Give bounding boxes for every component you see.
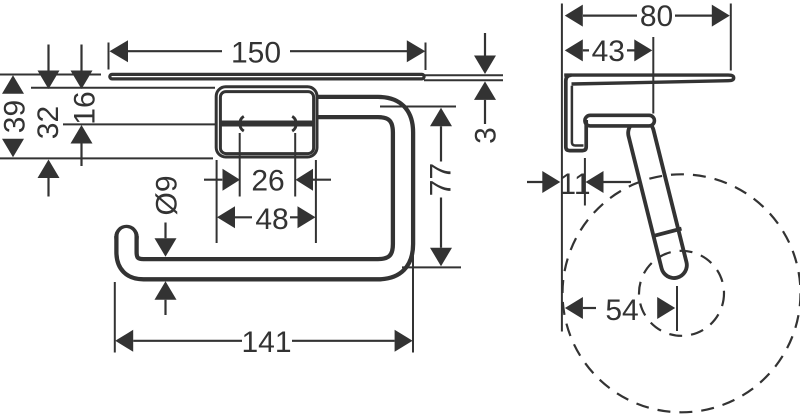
svg-text:48: 48	[255, 203, 288, 236]
svg-text:3: 3	[470, 127, 503, 144]
svg-text:80: 80	[640, 0, 673, 33]
svg-text:Ø9: Ø9	[151, 175, 184, 215]
svg-text:39: 39	[0, 100, 32, 133]
svg-text:43: 43	[592, 35, 625, 68]
svg-text:77: 77	[425, 163, 458, 196]
svg-text:26: 26	[251, 164, 284, 197]
svg-text:150: 150	[231, 37, 281, 70]
svg-text:16: 16	[69, 91, 102, 124]
svg-text:32: 32	[32, 106, 65, 139]
svg-text:54: 54	[605, 294, 638, 327]
svg-text:141: 141	[241, 326, 291, 359]
svg-text:11: 11	[559, 168, 590, 201]
